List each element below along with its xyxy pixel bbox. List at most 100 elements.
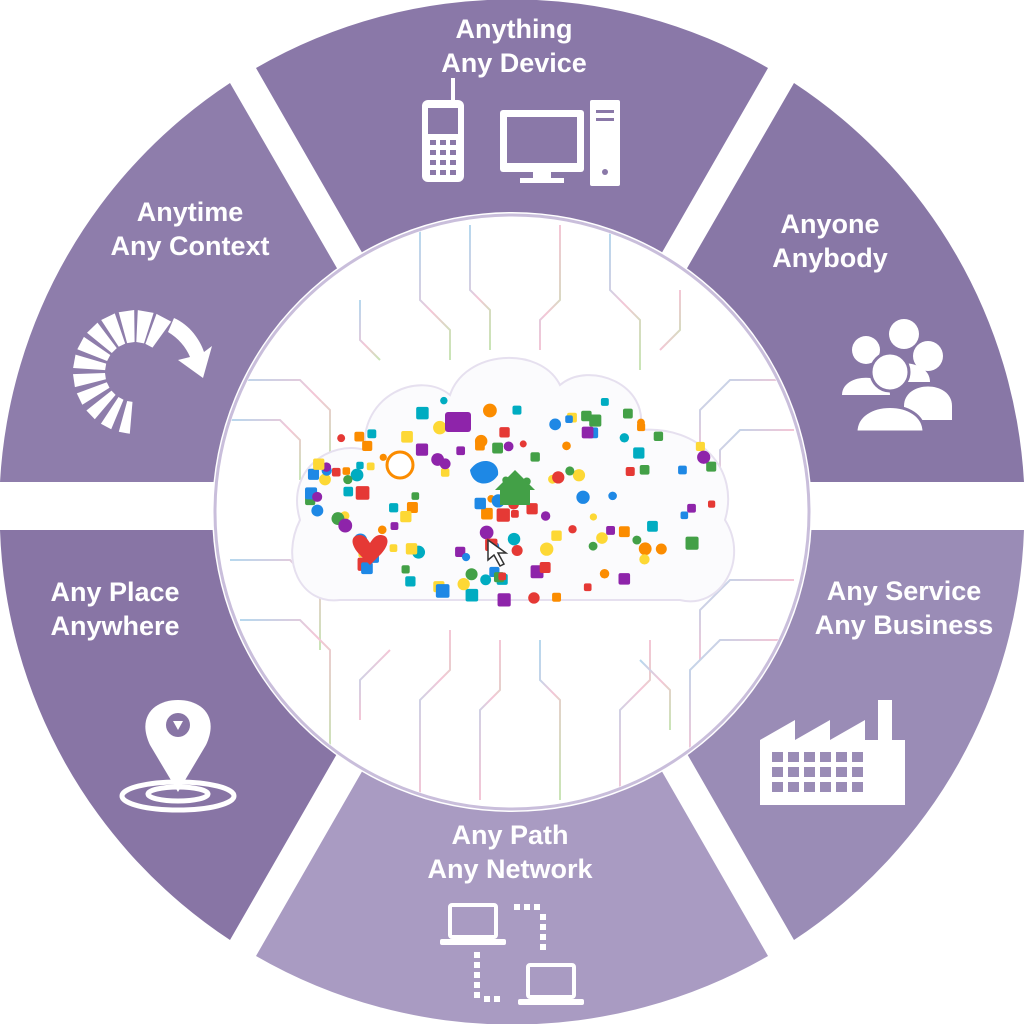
app-icon-dot [622, 408, 633, 419]
app-icon-dot [474, 497, 486, 510]
segment-label-lower-right-line1: Any Service [826, 576, 982, 606]
app-icon-dot [312, 491, 323, 502]
app-icon-dot [343, 474, 353, 485]
app-icon-dot [497, 593, 511, 607]
app-icon-dot [512, 405, 522, 415]
app-icon-dot [552, 471, 565, 484]
segment-label-lower-right-line2: Any Business [814, 610, 994, 640]
cycle-bar [77, 336, 111, 361]
app-icon-dot [503, 441, 514, 452]
app-icon-dot [511, 544, 523, 557]
segment-label-lower-left-line2: Anywhere [50, 611, 180, 641]
segment-label-top-line1: Anything [455, 14, 573, 44]
cycle-bar [87, 322, 117, 353]
app-icon-dot [465, 588, 479, 602]
app-icon-dot [507, 532, 521, 546]
people-group-icon [842, 319, 952, 434]
app-icon-dot [606, 526, 615, 535]
app-icon-dot [685, 536, 699, 550]
app-icon-dot [367, 429, 377, 439]
cycle-bar [118, 401, 133, 434]
app-icon-dot [499, 427, 510, 438]
app-icon-dot [576, 490, 590, 504]
app-icon-dot [562, 441, 571, 451]
app-icon-dot [589, 513, 598, 521]
app-icon-dot [568, 525, 577, 534]
app-icon-dot [526, 503, 538, 515]
bird-icon [470, 460, 499, 484]
app-icon-dot [416, 406, 429, 420]
app-icon-dot [366, 462, 375, 471]
app-icon-dot [406, 501, 418, 513]
app-icon-dot [474, 434, 488, 448]
tv-icon [445, 412, 471, 432]
cloud-of-app-icons [291, 356, 736, 607]
app-icon-dot [480, 574, 492, 586]
app-icon-dot [492, 442, 504, 454]
app-icon-dot [581, 410, 592, 422]
app-icon-dot [405, 576, 416, 587]
app-icon-dot [319, 473, 331, 486]
app-icon-dot [687, 503, 696, 513]
segment-label-lower-left-line1: Any Place [50, 577, 180, 607]
app-icon-dot [540, 511, 551, 521]
app-icon-dot [313, 458, 325, 470]
app-icon-dot [440, 396, 448, 405]
app-icon-dot [519, 440, 527, 448]
app-icon-dot [552, 592, 562, 602]
app-icon-dot [707, 500, 716, 508]
location-pin-icon [119, 700, 237, 813]
segment-label-lower-right: Any Service Any Business [815, 574, 994, 642]
segment-label-top: Anything Any Device [441, 12, 587, 80]
app-icon-dot [596, 532, 608, 544]
app-icon-dot [706, 461, 717, 472]
app-icon-dot [355, 486, 370, 500]
refresh-cycle-icon [73, 310, 212, 434]
cycle-bar [145, 313, 172, 348]
app-icon-dot [498, 572, 507, 581]
cycle-bar [76, 382, 110, 405]
segment-label-bottom-line1: Any Path [451, 820, 569, 850]
app-icon-dot [415, 443, 429, 456]
app-icon-dot [440, 468, 450, 477]
app-icon-dot [589, 414, 602, 427]
phone-call-icon [385, 450, 415, 480]
segment-label-upper-left-line2: Any Context [110, 231, 270, 261]
app-icon-dot [510, 509, 519, 518]
app-icon-dots [305, 396, 717, 607]
cycle-bar [136, 310, 154, 344]
segment-label-upper-right: Anyone Anybody [772, 207, 888, 275]
app-icon-dot [632, 535, 642, 545]
app-icon-dot [572, 469, 586, 482]
app-icon-dot [549, 418, 562, 431]
app-icon-dot [608, 491, 617, 501]
app-icon-dot [377, 525, 387, 535]
app-icon-dot [600, 397, 609, 406]
app-icon-dot [540, 542, 554, 556]
app-icon-dot [307, 468, 320, 480]
app-icon-dot [565, 466, 575, 476]
app-icon-dot [379, 453, 387, 461]
app-icon-dot [619, 433, 630, 443]
app-icon-dot [337, 434, 346, 443]
app-icon-dot [618, 573, 631, 585]
app-icon-dot [625, 466, 635, 476]
cycle-bar [73, 373, 106, 388]
app-icon-dot [638, 542, 652, 556]
app-icon-dot [362, 440, 373, 452]
app-icon-dot [565, 415, 573, 424]
segment-bottom [256, 768, 768, 1024]
app-icon-dot [481, 507, 493, 520]
app-icon-dot [695, 441, 705, 452]
app-icon-dot [461, 553, 471, 562]
cycle-bar [118, 310, 135, 344]
app-icon-dot [639, 464, 650, 475]
app-icon-dot [647, 520, 658, 532]
app-icon-dot [496, 508, 510, 522]
app-icon-dot [456, 446, 466, 456]
app-icon-dot [618, 526, 630, 538]
app-icon-dot [411, 492, 420, 500]
app-icon-dot [639, 554, 650, 565]
phone-and-desktop-icon [422, 78, 620, 186]
